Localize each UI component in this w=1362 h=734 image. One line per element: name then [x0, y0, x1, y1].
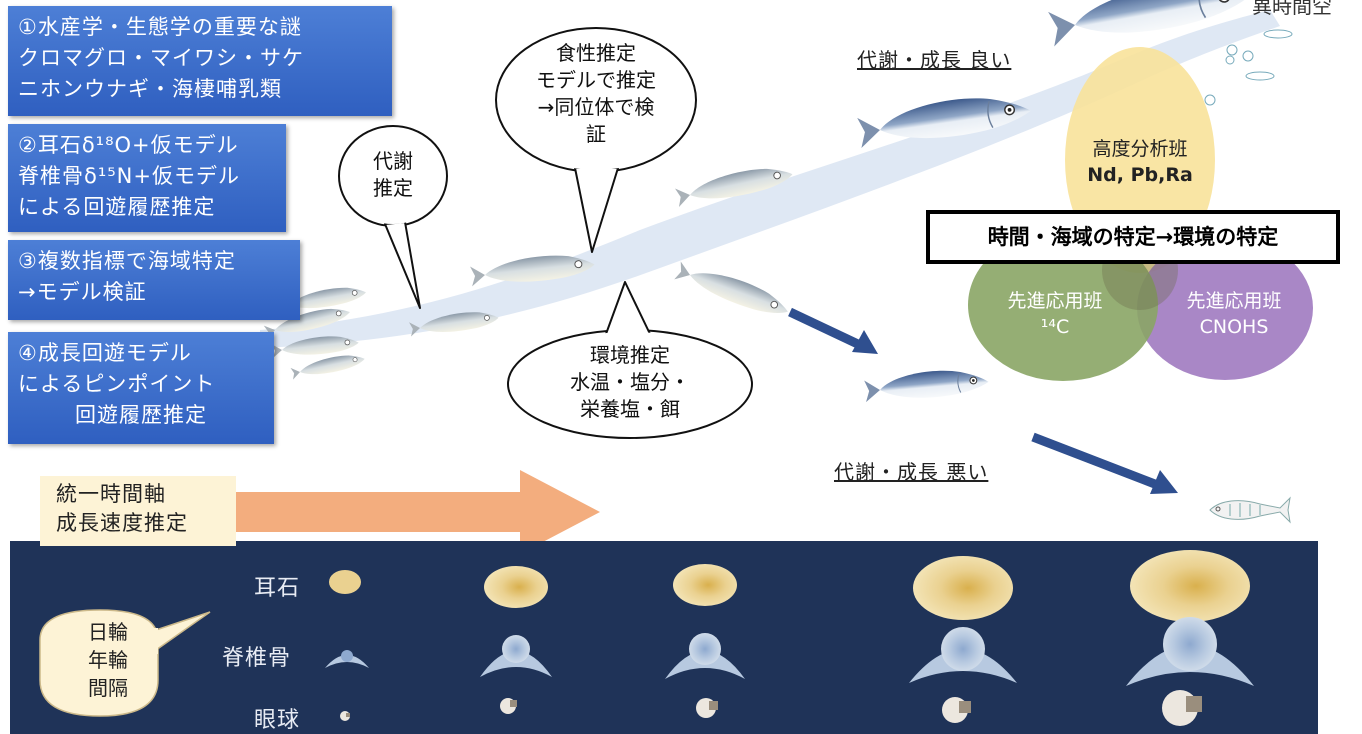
otolith-icon-4 — [913, 556, 1013, 620]
bubble-environment-line-1: 環境推定 — [590, 343, 670, 367]
venn-applied-cnohs-sub: CNOHS — [1199, 316, 1269, 338]
bubble-environment-line-2: 水温・塩分・ — [570, 370, 690, 394]
venn-applied-cnohs — [1137, 236, 1313, 380]
timeline-text: 統一時間軸 成長速度推定 — [56, 480, 188, 538]
venn-applied-c14-title: 先進応用班 — [1007, 290, 1103, 312]
topic-box-2: ②耳石δ¹⁸O+仮モデル 脊椎骨δ¹⁵N+仮モデル による回遊履歴推定 — [8, 124, 286, 232]
timeline-label-box — [40, 476, 236, 546]
bubble-diet-text: 食性推定 モデルで推定 →同位体で検 証 — [506, 40, 686, 148]
venn-applied-c14-text: 先進応用班 ¹⁴C — [980, 288, 1130, 340]
larvae-icon — [1204, 29, 1293, 106]
top-right-label: 異時間空 — [1252, 0, 1332, 18]
decline-arrow-1 — [788, 307, 864, 351]
label-metabolism-good: 代謝・成長 良い — [857, 48, 1012, 72]
row-label-otolith: 耳石 — [254, 576, 301, 601]
vertebra-icon-4 — [909, 627, 1017, 683]
timeline-line-2: 成長速度推定 — [56, 511, 188, 535]
bubble-diet-line-2: モデルで推定 — [536, 68, 656, 92]
topic-3-line-1: ③複数指標で海域特定 — [18, 249, 236, 273]
label-metabolism-bad: 代謝・成長 悪い — [834, 460, 989, 484]
bubble-metabolism-line-2: 推定 — [373, 176, 413, 200]
bubble-diet-line-1: 食性推定 — [556, 41, 636, 65]
speech-line-3: 間隔 — [88, 676, 128, 700]
topic-box-4: ④成長回遊モデル によるピンポイント 回遊履歴推定 — [8, 332, 274, 444]
topic-4-line-3: 回遊履歴推定 — [75, 403, 207, 427]
topic-4-line-2: によるピンポイント — [18, 372, 216, 396]
eyeball-icon-5 — [1162, 690, 1202, 726]
eyeball-icon-2 — [500, 698, 517, 714]
topic-box-1: ①水産学・生態学の重要な謎 クロマグロ・マイワシ・サケ ニホンウナギ・海棲哺乳類 — [8, 6, 392, 116]
vertebra-icon-5 — [1126, 617, 1254, 686]
speech-bubble-text: 日輪 年輪 間隔 — [60, 618, 156, 702]
venn-advanced-analysis-text: 高度分析班 Nd, Pb,Ra — [1068, 136, 1212, 188]
decline-arrow-2 — [1031, 432, 1162, 491]
row-label-eyeball: 眼球 — [254, 708, 301, 733]
topic-2-line-2: 脊椎骨δ¹⁵N+仮モデル — [18, 164, 240, 188]
bubble-diet-line-4: 証 — [586, 122, 606, 146]
bubble-metabolism-line-1: 代謝 — [373, 149, 413, 173]
topic-1-line-2: クロマグロ・マイワシ・サケ — [18, 46, 304, 70]
venn-advanced-analysis-title: 高度分析班 — [1092, 138, 1188, 160]
bottom-panel — [10, 541, 1318, 734]
speech-line-1: 日輪 — [88, 620, 128, 644]
topic-1-line-3: ニホンウナギ・海棲哺乳類 — [18, 77, 282, 101]
otolith-icon-2 — [484, 566, 548, 608]
fish-skeleton-icon — [1209, 496, 1291, 524]
timeline-line-1: 統一時間軸 — [56, 482, 166, 506]
topic-2-line-1: ②耳石δ¹⁸O+仮モデル — [18, 133, 239, 157]
focus-box: 時間・海域の特定→環境の特定 — [926, 210, 1340, 264]
venn-applied-cnohs-text: 先進応用班 CNOHS — [1164, 288, 1304, 340]
speech-line-2: 年輪 — [88, 648, 128, 672]
otolith-icon-3 — [673, 564, 737, 606]
otolith-icon-1 — [329, 570, 361, 594]
otolith-icon-5 — [1130, 550, 1250, 622]
venn-applied-c14-sub: ¹⁴C — [1040, 316, 1070, 338]
topic-box-3: ③複数指標で海域特定 →モデル検証 — [8, 240, 300, 320]
topic-2-line-3: による回遊履歴推定 — [18, 195, 216, 219]
migration-path — [260, 10, 1280, 348]
eyeball-icon-3 — [696, 698, 718, 718]
row-label-vertebra: 脊椎骨 — [222, 646, 292, 671]
venn-applied-c14 — [968, 229, 1158, 381]
venn-applied-cnohs-title: 先進応用班 — [1186, 290, 1282, 312]
bubble-metabolism-text: 代謝 推定 — [353, 148, 433, 202]
bubble-environment-line-3: 栄養塩・餌 — [580, 397, 680, 421]
timeline-arrow-head — [520, 470, 600, 554]
eyeball-icon-4 — [942, 697, 971, 723]
bubble-environment-text: 環境推定 水温・塩分・ 栄養塩・餌 — [540, 342, 720, 423]
vertebra-icon-1 — [325, 650, 369, 668]
eyeball-icon-1 — [340, 711, 350, 721]
speech-bubble-shape — [39, 609, 159, 717]
topic-1-line-1: ①水産学・生態学の重要な謎 — [18, 15, 302, 39]
vertebra-icon-3 — [665, 633, 745, 679]
venn-advanced-analysis-sub: Nd, Pb,Ra — [1087, 164, 1193, 186]
vertebra-icon-2 — [480, 635, 552, 677]
topic-4-line-1: ④成長回遊モデル — [18, 341, 192, 365]
bubble-diet-line-3: →同位体で検 — [537, 95, 655, 119]
topic-3-line-2: →モデル検証 — [18, 280, 147, 304]
